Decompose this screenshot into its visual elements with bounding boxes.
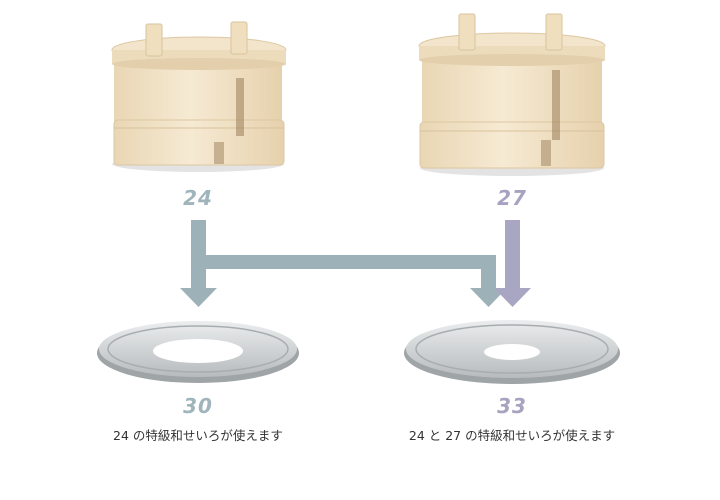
steamer-24-image [111,21,287,172]
tray-30-size-label: 30 [183,394,213,418]
tray-33-size-label: 33 [497,394,527,418]
arrow-24-to-33 [206,255,507,307]
tray-33-caption: 24 と 27 の特級和せいろが使えます [408,428,616,443]
steamer-27-size-label: 27 [497,186,527,210]
arrow-27-to-33 [494,220,531,307]
steamer-27-image [418,13,606,176]
steamer-24-size-label: 24 [183,186,213,210]
arrow-24-to-30 [180,220,217,307]
tray-30-image [97,321,299,383]
tray-30-caption: 24 の特級和せいろが使えます [113,428,283,443]
tray-33-image [404,320,620,384]
